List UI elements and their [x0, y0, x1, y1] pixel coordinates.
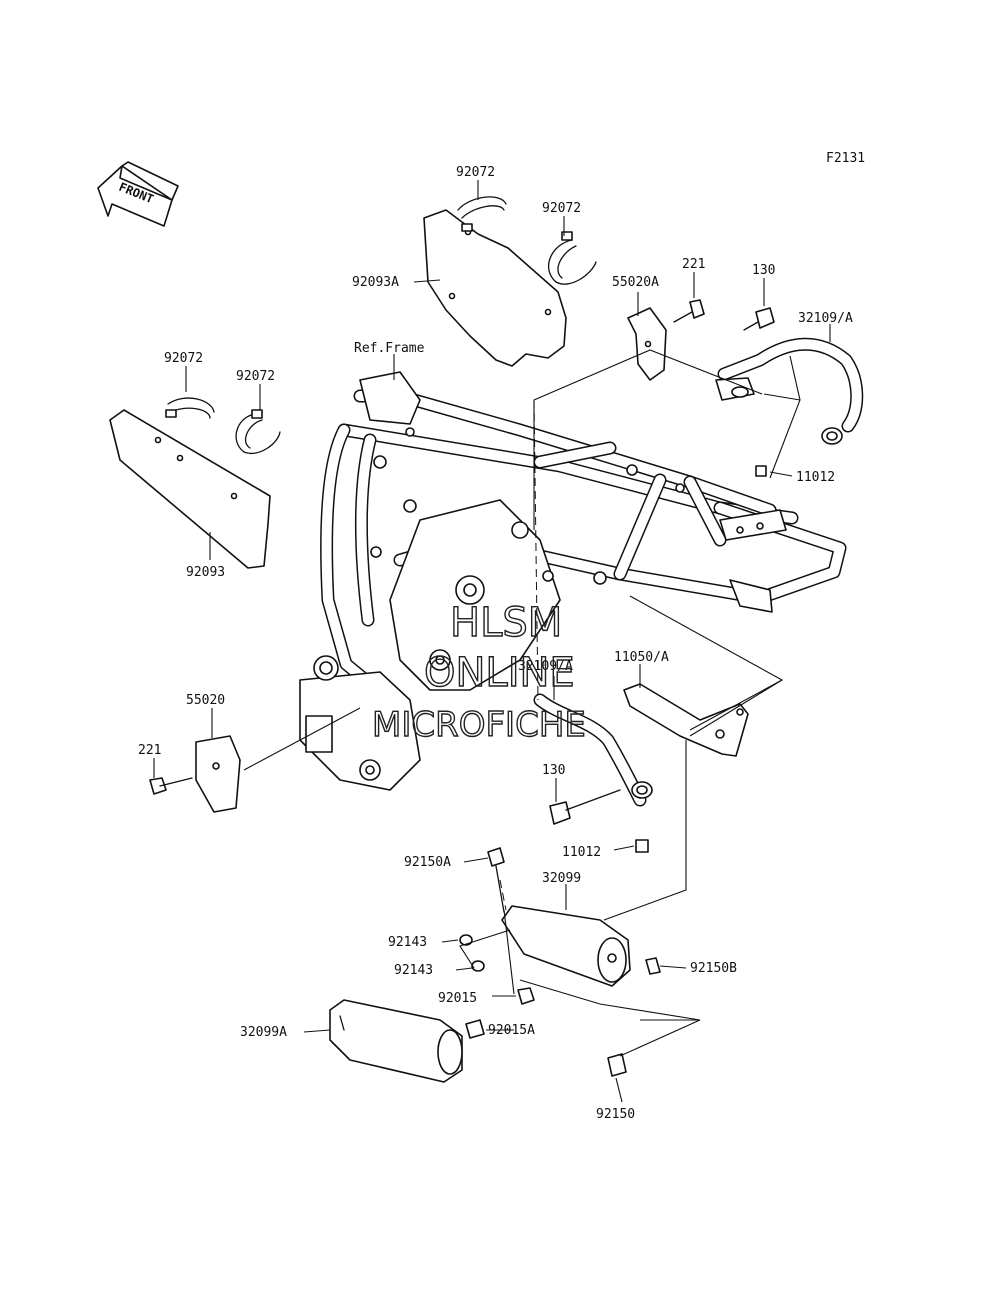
bolt-221-left	[149, 777, 193, 795]
label-92072-b: 92072	[542, 201, 581, 216]
bracket-55020	[195, 735, 241, 813]
clamp-92072-c	[165, 397, 215, 419]
collar-11012-top	[755, 465, 767, 477]
bolt-92150A	[487, 847, 505, 913]
label-92072-c: 92072	[164, 351, 203, 366]
clamp-92072-d	[235, 409, 281, 455]
muffler-cover-32099	[501, 905, 631, 987]
label-92143-a: 92143	[388, 935, 427, 950]
side-cover-92093	[109, 409, 271, 569]
bolt-221-top	[673, 299, 705, 323]
figure-code: F2131	[826, 151, 865, 166]
bolt-130-top	[743, 307, 775, 331]
clamp-92072-a	[457, 196, 507, 232]
nut-92015A	[465, 1019, 485, 1039]
bolt-130-mid	[549, 789, 621, 825]
label-92150: 92150	[596, 1107, 635, 1122]
label-55020A: 55020A	[612, 275, 659, 290]
nut-92015	[517, 987, 535, 1005]
label-32109A-mid: 32109/A	[518, 659, 573, 674]
label-130-mid: 130	[542, 763, 565, 778]
label-221-left: 221	[138, 743, 161, 758]
label-92150A: 92150A	[404, 855, 451, 870]
grommet-92143-b	[471, 960, 485, 972]
leader-lines	[153, 180, 831, 1103]
grommet-92143-a	[459, 934, 473, 946]
label-11050A: 11050/A	[614, 650, 669, 665]
label-130-top: 130	[752, 263, 775, 278]
footrest-bracket-32109A-top	[715, 337, 864, 445]
label-92143-b: 92143	[394, 963, 433, 978]
label-92072-d: 92072	[236, 369, 275, 384]
label-55020: 55020	[186, 693, 225, 708]
label-92093A: 92093A	[352, 275, 399, 290]
watermark-line-3: MICROFICHE	[372, 705, 586, 745]
label-11012-top: 11012	[796, 470, 835, 485]
label-32099A: 32099A	[240, 1025, 287, 1040]
footrest-bracket-32109A-mid	[533, 693, 653, 807]
label-92015: 92015	[438, 991, 477, 1006]
ref-frame-label: Ref.Frame	[354, 341, 425, 356]
watermark-line-2: ONLINE	[424, 650, 575, 696]
label-92150B: 92150B	[690, 961, 737, 976]
side-cover-92093A	[423, 209, 567, 367]
watermark: HLSM ONLINE MICROFICHE	[371, 599, 586, 745]
label-92072-a: 92072	[456, 165, 495, 180]
label-221-top: 221	[682, 257, 705, 272]
watermark-line-1: HLSM	[450, 600, 562, 646]
collar-11012-mid	[635, 839, 649, 853]
bracket-11050A	[623, 683, 749, 757]
label-32109A-top: 32109/A	[798, 311, 853, 326]
bracket-55020A	[627, 307, 667, 381]
muffler-cover-32099A	[329, 999, 463, 1083]
motorcycle-frame	[299, 371, 847, 791]
label-11012-mid: 11012	[562, 845, 601, 860]
bolt-92150B	[645, 957, 661, 975]
label-92093: 92093	[186, 565, 225, 580]
label-32099: 32099	[542, 871, 581, 886]
bolt-92150	[607, 1053, 627, 1077]
label-92015A: 92015A	[488, 1023, 535, 1038]
front-arrow-icon: FRONT	[97, 161, 179, 227]
part-labels: 92072 92072 92093A 92072 92072 92093 Ref…	[138, 165, 853, 1122]
clamp-92072-b	[547, 231, 597, 285]
